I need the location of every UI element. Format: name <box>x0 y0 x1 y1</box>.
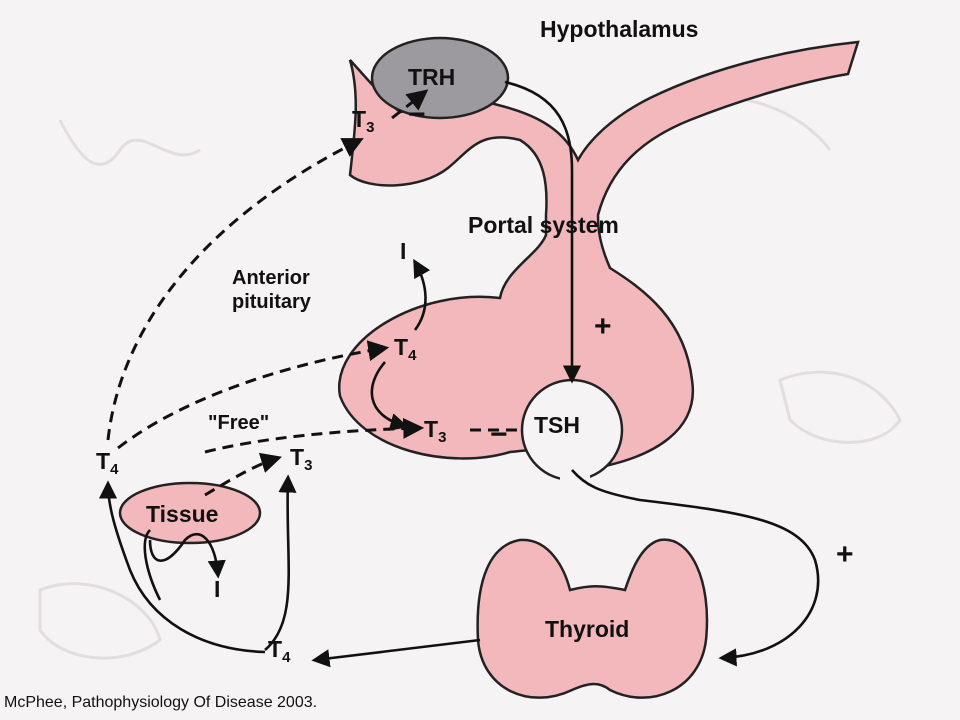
arrow-tissue-from-t4 <box>143 529 162 601</box>
t3-hypothalamus-label: T3 <box>352 106 375 136</box>
thyroid-gland <box>476 538 709 699</box>
minus-hypothalamus: − <box>408 98 426 131</box>
arrow-trh-to-tsh <box>504 80 582 384</box>
t3-pituitary-label: T3 <box>424 416 447 446</box>
hypothalamus-pituitary-shape <box>338 40 860 476</box>
tsh-label: TSH <box>534 412 580 438</box>
plus-thyroid-stimulation: + <box>836 538 854 571</box>
arrow-pit-t4-to-iodide <box>413 258 431 331</box>
t4-bottom-label: T4 <box>268 636 291 666</box>
t4-pituitary-label: T4 <box>394 334 417 364</box>
solid-arrows <box>98 80 820 668</box>
free-label: "Free" <box>208 412 270 434</box>
dashed-arrow-free-t3-to-pit-t3 <box>204 417 425 454</box>
dashed-arrow-t4-to-hypothalamus-t3 <box>106 138 364 441</box>
arrow-thyroid-to-t4 <box>311 638 481 668</box>
dashed-arrow-tissue-to-t3 <box>204 452 283 497</box>
arrow-t4-to-tissue-t4 <box>98 480 266 654</box>
iodide-pituitary-label: I <box>400 238 407 264</box>
minus-pituitary: − <box>490 418 508 451</box>
t3-tissue-label: T3 <box>290 444 313 474</box>
trh-label: TRH <box>408 64 456 90</box>
dashed-t3-to-trh <box>391 89 429 120</box>
source-credit: McPhee, Pathophysiology Of Disease 2003. <box>4 694 318 711</box>
dashed-arrows <box>106 89 520 497</box>
arrow-pit-t4-to-t3 <box>370 361 409 431</box>
hypothalamus-label: Hypothalamus <box>540 16 699 42</box>
t4-left-label: T4 <box>96 448 119 478</box>
arrow-tsh-to-thyroid <box>571 469 820 667</box>
pituitary-label: pituitary <box>232 291 311 313</box>
arrow-tissue-to-iodide <box>148 533 226 579</box>
thyroid-label: Thyroid <box>545 616 630 642</box>
portal-system-label: Portal system <box>468 212 619 238</box>
iodide-tissue-label: I <box>214 576 221 602</box>
tissue-label: Tissue <box>146 501 219 527</box>
plus-tsh-stimulation: + <box>594 310 612 343</box>
arrow-t4-to-t3 <box>264 474 297 651</box>
tissue-oval <box>118 481 262 545</box>
anterior-label: Anterior <box>232 267 310 289</box>
dashed-arrow-t4-to-pituitary-t4 <box>117 340 390 450</box>
